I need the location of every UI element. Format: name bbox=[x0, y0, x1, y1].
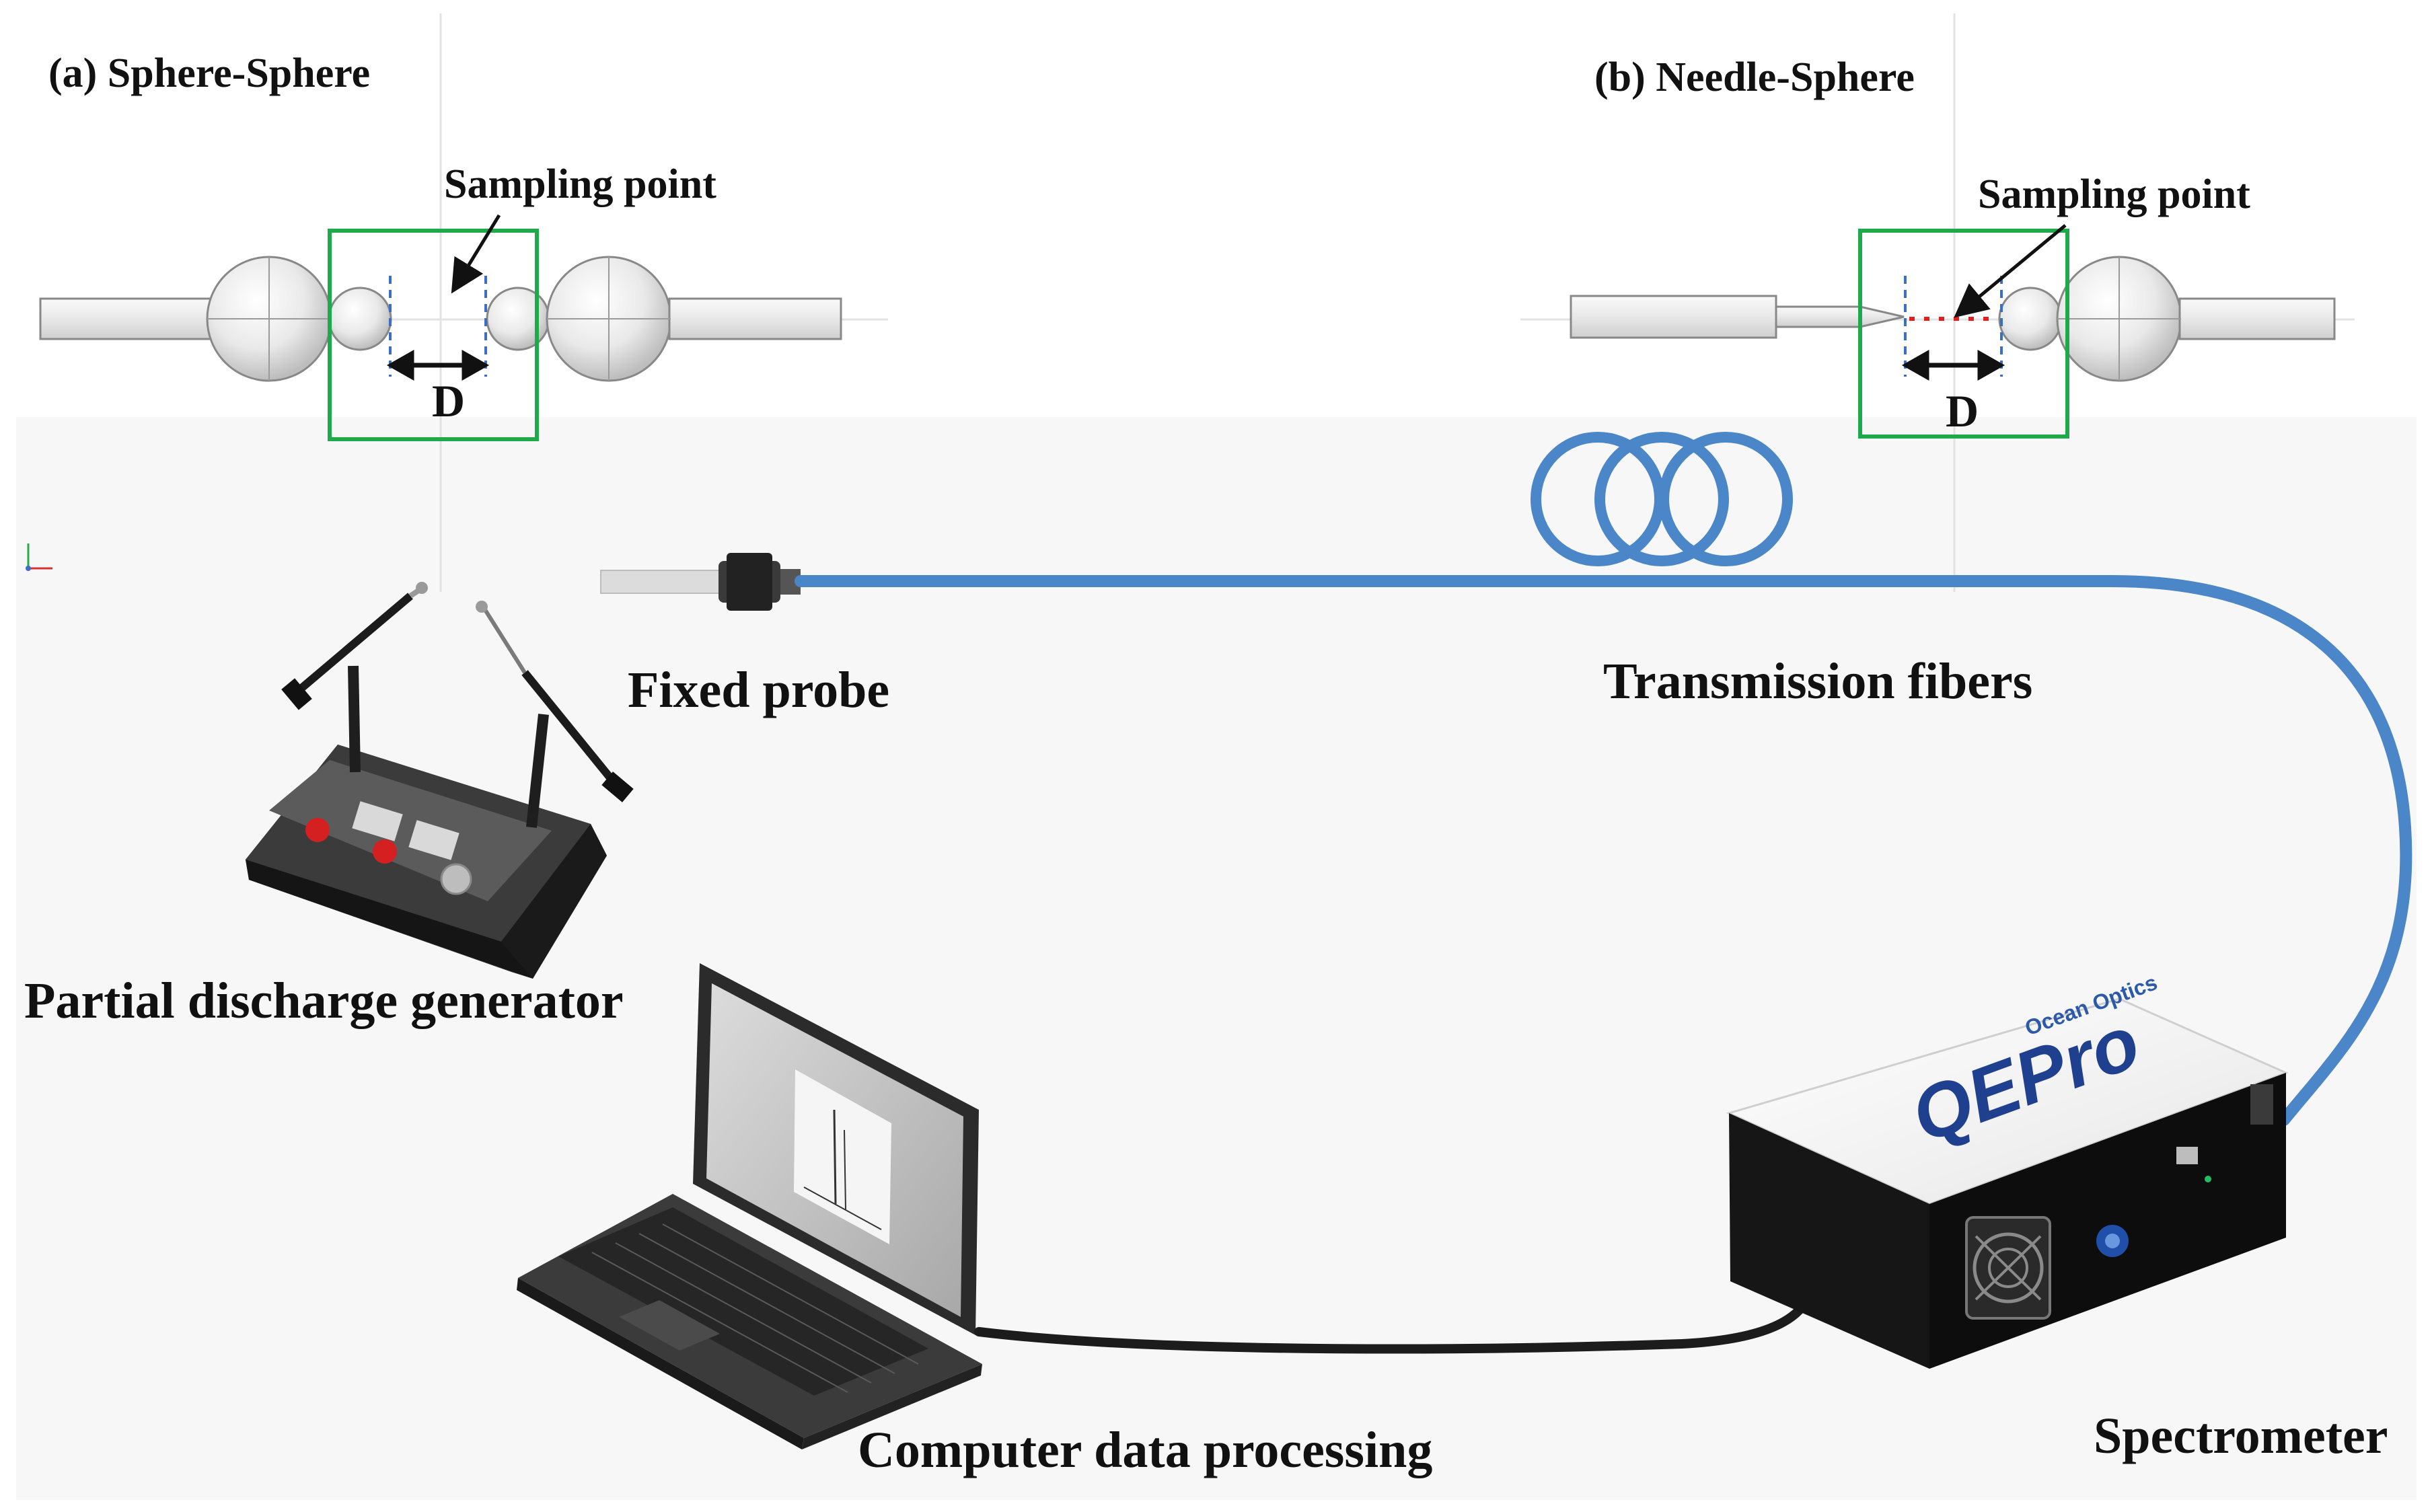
computer-label: Computer data processing bbox=[858, 1422, 1433, 1478]
sampling-pointer-b bbox=[1954, 224, 2067, 318]
panel-a-sampling-label: Sampling point bbox=[444, 161, 716, 207]
probe-sleeve bbox=[600, 553, 801, 611]
transmission-fibers-label: Transmission fibers bbox=[1603, 653, 2033, 710]
gap-arrow-b bbox=[1901, 349, 2005, 381]
partial-discharge-generator bbox=[246, 582, 634, 979]
panel-a-title: (a) Sphere-Sphere bbox=[48, 50, 371, 96]
sampling-box-b bbox=[1858, 229, 2069, 439]
panel-b-sampling-label: Sampling point bbox=[1978, 172, 2250, 217]
gap-markers-a bbox=[389, 276, 487, 377]
panel-b-title: (b) Needle-Sphere bbox=[1594, 54, 1915, 100]
spectrometer-label: Spectrometer bbox=[2094, 1408, 2388, 1464]
laptop-cable bbox=[974, 1273, 1820, 1354]
panel-a-gap-label: D bbox=[432, 375, 466, 426]
axis-indicator bbox=[26, 543, 52, 571]
sampling-box-a bbox=[328, 229, 539, 441]
panel-b-gap-label: D bbox=[1946, 385, 1979, 437]
needle-sphere-electrodes bbox=[1570, 256, 2336, 382]
sphere-sphere-electrodes bbox=[39, 256, 842, 382]
gap-arrow-a bbox=[386, 349, 490, 381]
transmission-fiber bbox=[795, 432, 2412, 1126]
fixed-probe-label: Fixed probe bbox=[628, 662, 890, 718]
gap-markers-b bbox=[1904, 276, 2003, 377]
laptop bbox=[517, 963, 982, 1449]
generator-label: Partial discharge generator bbox=[24, 973, 624, 1029]
spectrometer-device: Ocean Optics bbox=[1726, 970, 2289, 1369]
sampling-pointer-a bbox=[451, 214, 501, 294]
